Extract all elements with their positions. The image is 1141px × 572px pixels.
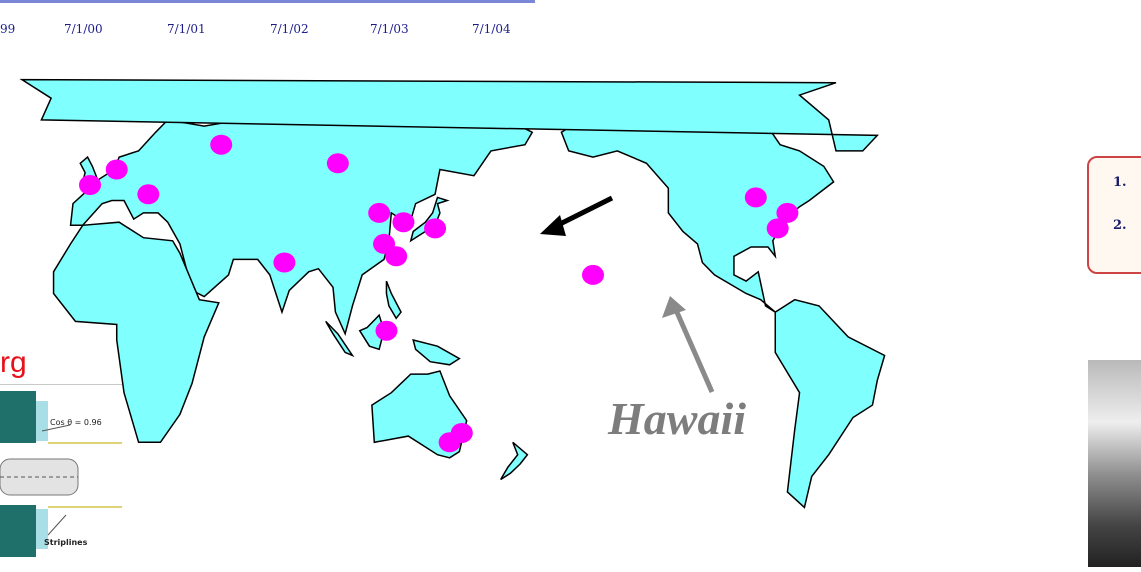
cos-theta-label: Cos θ = 0.96 [50,418,102,427]
timeline-date: 7/1/02 [270,22,309,36]
site-china-north-marker[interactable] [368,202,391,223]
site-australia-melbourne-marker[interactable] [438,432,461,453]
list-item-number: 1. [1113,175,1127,190]
site-usa-southeast-marker[interactable] [766,218,789,239]
list-item-number: 2. [1113,218,1127,233]
japan-arrow [540,195,614,236]
site-germany-marker[interactable] [105,159,128,180]
hawaii-label: Hawaii [608,393,747,444]
site-taiwan-marker[interactable] [385,246,408,267]
greenland-landmass [19,78,880,152]
site-usa-chicago-marker[interactable] [744,187,767,208]
site-korea-marker[interactable] [392,212,415,233]
striplines-label: Striplines [44,538,88,547]
site-hawaii-marker[interactable] [582,264,605,285]
newzealand-landmass [500,441,529,481]
africa-landmass [52,221,220,444]
site-india-marker[interactable] [273,252,296,273]
site-japan-marker[interactable] [424,218,447,239]
philippines-landmass [385,280,402,320]
timeline-date: 99 [0,22,16,36]
timeline-date: 7/1/04 [472,22,511,36]
site-italy-marker[interactable] [137,184,160,205]
south-america-landmass [774,298,886,509]
timeline-date: 7/1/00 [64,22,103,36]
numbered-list-box [1087,156,1141,274]
detector-photo [1088,360,1141,567]
site-uk-marker[interactable] [79,175,101,195]
timeline-axis-line [0,0,535,3]
site-russia-west-marker[interactable] [210,134,233,155]
timeline-date: 7/1/01 [167,22,206,36]
site-usa-newyork-marker[interactable] [776,202,799,223]
site-philippines-marker[interactable] [375,320,398,341]
marker-group [79,134,799,453]
newguinea-landmass [412,338,461,366]
beam-pipe-drawing [0,391,122,557]
timeline-date: 7/1/03 [370,22,409,36]
sumatra-landmass [325,320,355,358]
hawaii-arrow [662,296,715,394]
beam-pipe-diagram [0,384,122,568]
site-russia-siberia-marker[interactable] [326,153,349,174]
eurasia-landmass [69,100,534,337]
inset-title-fragment: rg [0,346,27,379]
landmass-group [19,78,886,509]
